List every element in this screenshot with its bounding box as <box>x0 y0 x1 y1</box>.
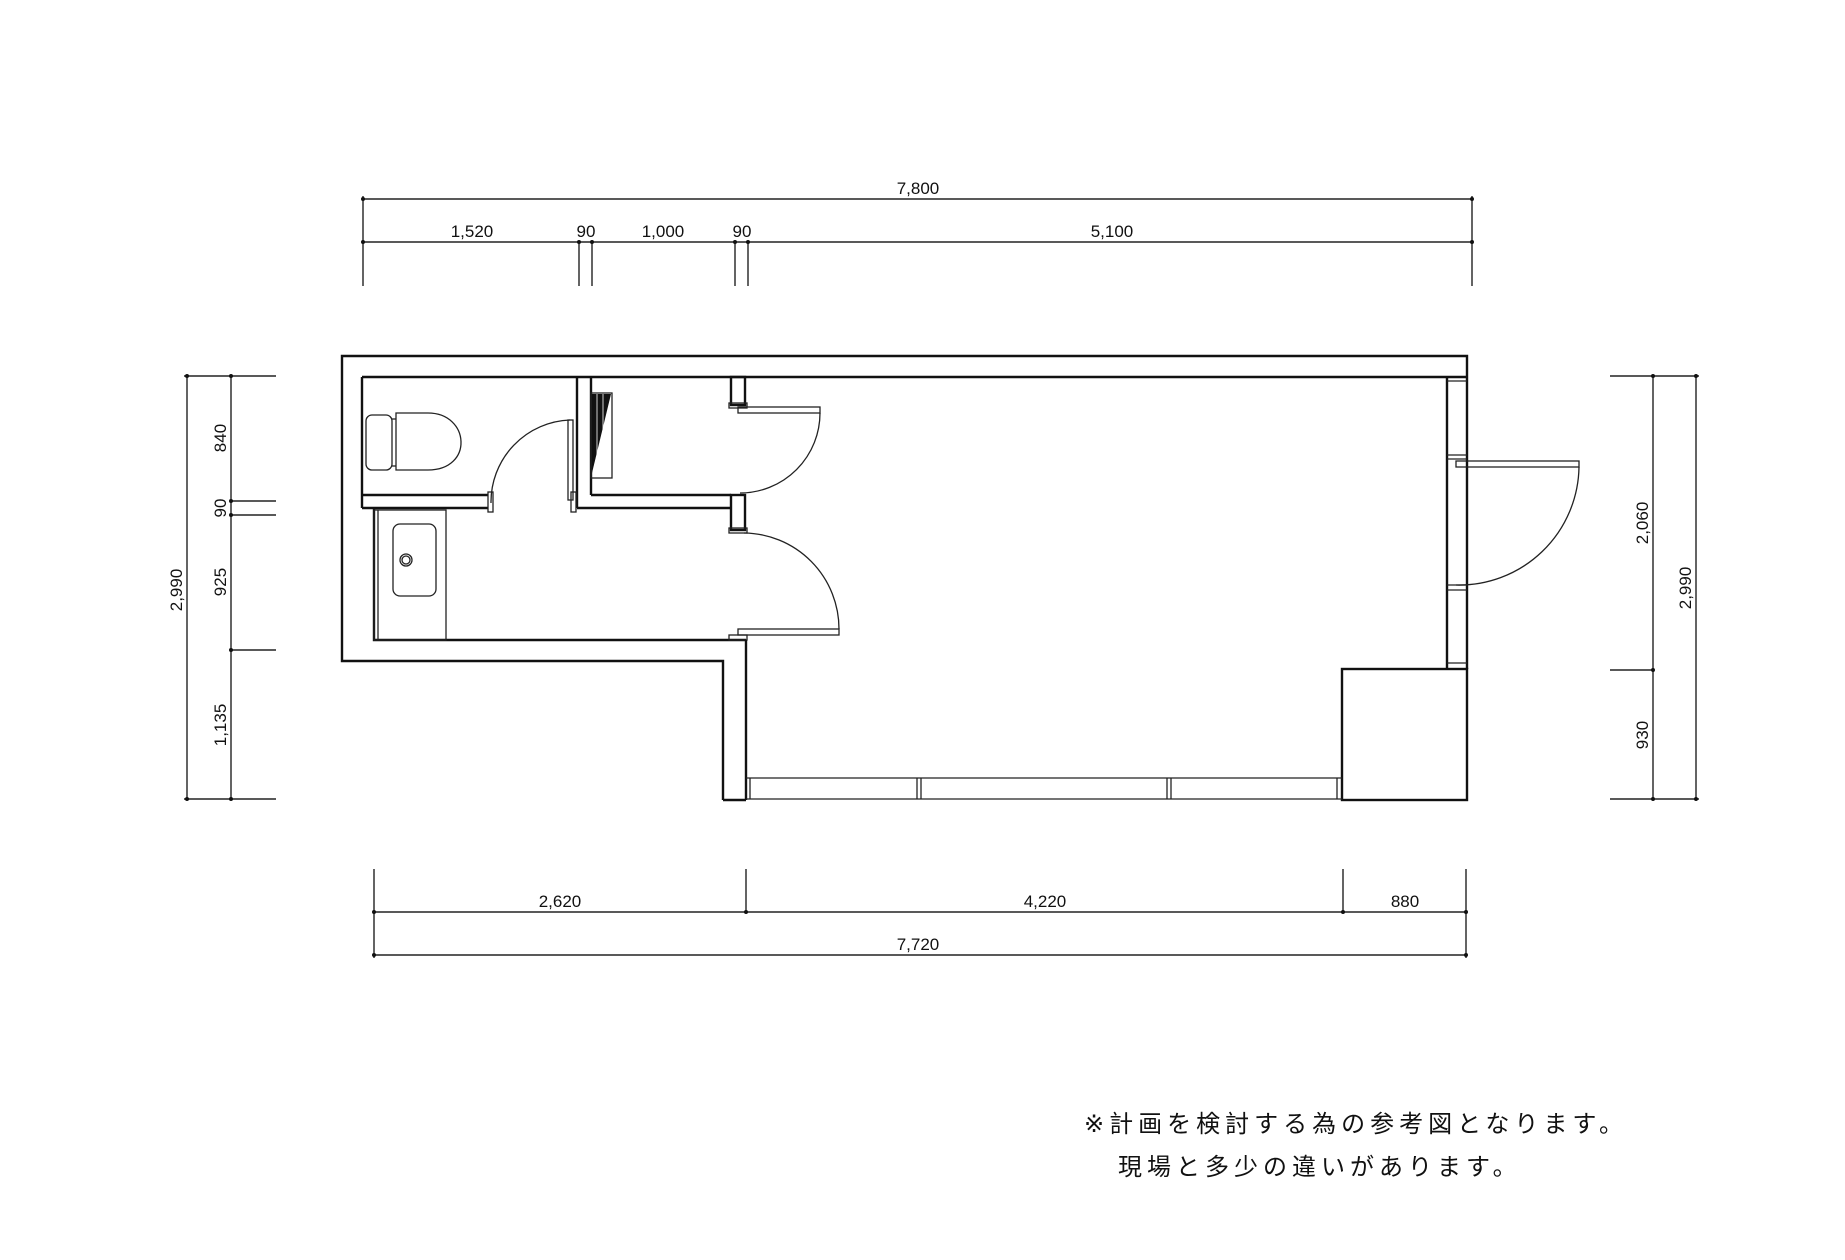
dim-bottom-seg-2: 4,220 <box>1024 892 1067 911</box>
top-dimension-group: 7,800 1,520 90 1,000 90 5,100 <box>361 179 1474 286</box>
closet-shelf <box>590 392 613 479</box>
dim-top-seg-3: 1,000 <box>642 222 685 241</box>
dim-top-seg-2: 90 <box>577 222 596 241</box>
right-dimension-group: 2,060 930 2,990 <box>1610 374 1699 801</box>
dim-left-overall: 2,990 <box>167 569 186 612</box>
note-line-2: 現場と多少の違いがあります。 <box>1118 1153 1522 1181</box>
dim-right-overall: 2,990 <box>1676 567 1695 610</box>
bottom-dimension-group: 2,620 4,220 880 7,720 <box>372 869 1468 958</box>
dim-right-seg-2: 930 <box>1633 721 1652 749</box>
dim-bottom-seg-3: 880 <box>1391 892 1419 911</box>
dim-top-seg-1: 1,520 <box>451 222 494 241</box>
dim-top-overall: 7,800 <box>897 179 940 198</box>
door-balcony <box>1455 460 1580 586</box>
dim-top-seg-4: 90 <box>733 222 752 241</box>
window-strip <box>746 777 1342 800</box>
dim-left-seg-2: 90 <box>211 499 230 518</box>
dim-left-seg-4: 1,135 <box>211 704 230 747</box>
door-entry <box>737 532 840 636</box>
dim-bottom-seg-1: 2,620 <box>539 892 582 911</box>
left-dimension-group: 2,990 840 90 925 1,135 <box>167 374 276 801</box>
dim-left-seg-1: 840 <box>211 424 230 452</box>
door-closet <box>737 406 821 494</box>
dim-bottom-overall: 7,720 <box>897 935 940 954</box>
door-toilet <box>490 419 574 504</box>
note-line-1: ※計画を検討する為の参考図となります。 <box>1084 1110 1628 1138</box>
dim-top-seg-5: 5,100 <box>1091 222 1134 241</box>
corner-block <box>1340 667 1469 802</box>
dim-left-seg-3: 925 <box>211 568 230 596</box>
sink-counter <box>373 509 447 641</box>
dim-right-seg-1: 2,060 <box>1633 502 1652 545</box>
walls <box>340 354 1469 802</box>
toilet <box>365 412 462 471</box>
